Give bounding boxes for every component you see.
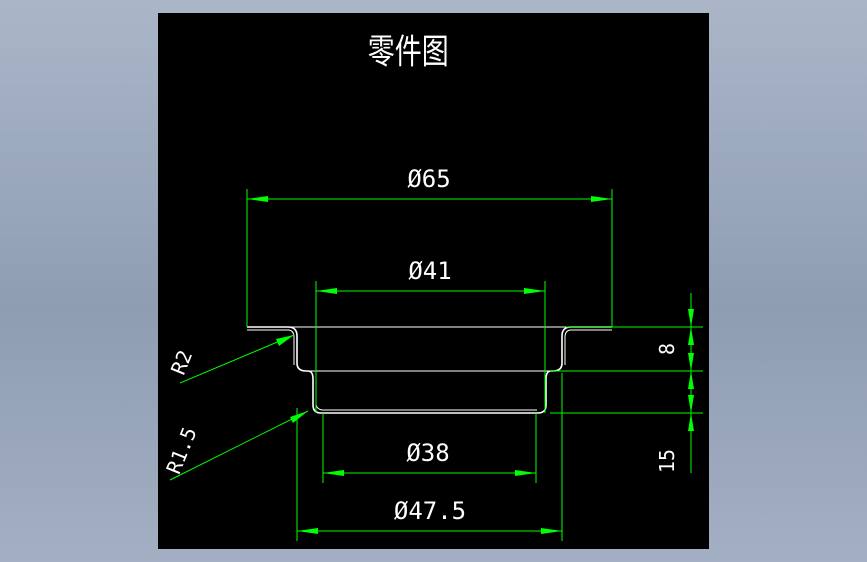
dimensions — [169, 189, 703, 541]
part-drawing: 零件图 — [161, 32, 703, 541]
dim-bottom-outer-diameter: Ø47.5 — [394, 497, 466, 525]
dim-outer-flange-diameter: Ø65 — [407, 165, 450, 193]
dim-height-upper: 8 — [655, 343, 679, 355]
dim-fillet-lower: R1.5 — [161, 424, 201, 478]
dim-height-lower: 15 — [655, 449, 679, 473]
dimension-labels: Ø65 Ø41 Ø38 Ø47.5 R2 R1.5 8 15 — [161, 165, 679, 525]
dim-bottom-inner-diameter: Ø38 — [406, 439, 449, 467]
drawing-title: 零件图 — [368, 32, 449, 72]
part-outline — [247, 326, 612, 414]
dim-inner-top-diameter: Ø41 — [408, 257, 451, 285]
dim-fillet-upper: R2 — [166, 347, 197, 378]
cad-viewport[interactable]: 零件图 — [158, 13, 709, 549]
